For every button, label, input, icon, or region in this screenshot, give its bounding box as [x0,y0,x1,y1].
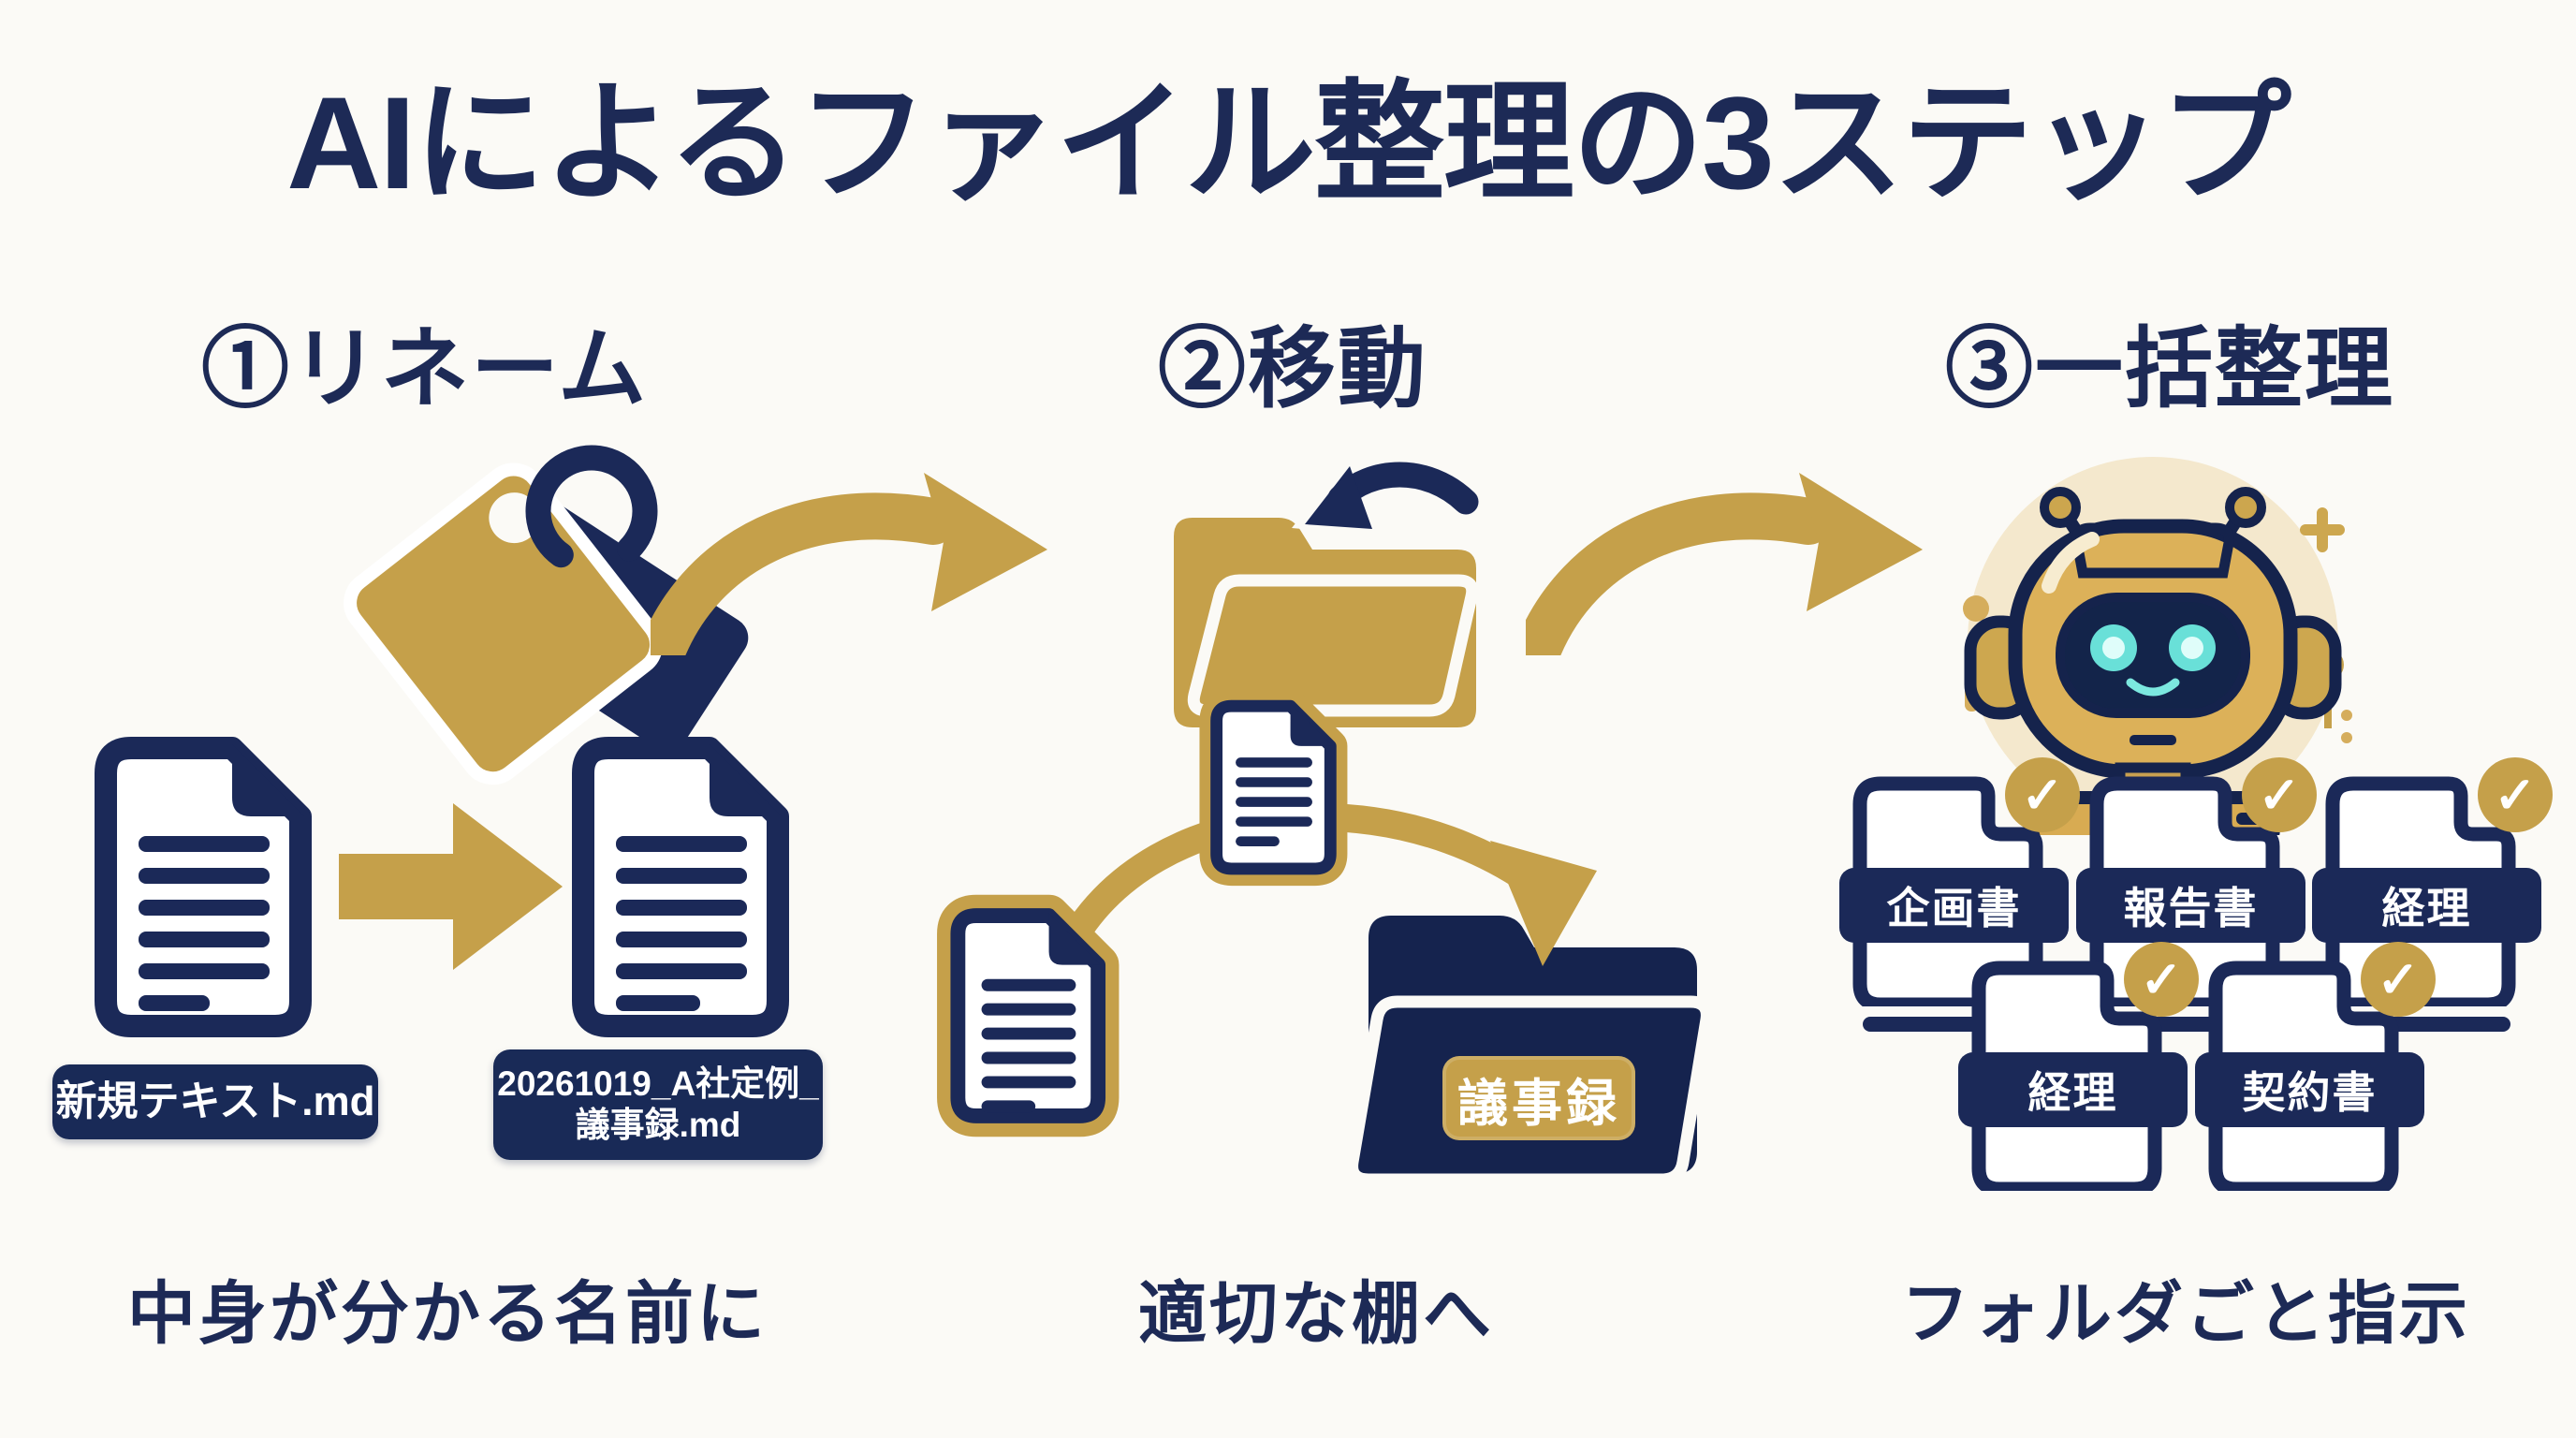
document-icon-after [572,737,789,1037]
flow-arrow-1-icon [651,473,1047,655]
check-badge-icon: ✓ [2361,942,2436,1017]
card-label: 企画書 [1839,868,2069,943]
card-label: 報告書 [2076,868,2305,943]
step-1-label: ①リネーム [201,319,649,418]
file-name-before-chip: 新規テキスト.md [52,1064,378,1139]
folder-card: ✓ 契約書 [2195,942,2436,1191]
folder-move-icon [1174,457,1489,727]
folder-card: ✓ 企画書 [1839,757,2080,1006]
card-label: 契約書 [2195,1052,2424,1127]
check-badge-icon: ✓ [2242,757,2317,832]
rename-tag-icon [344,445,749,785]
step-3-caption: フォルダごと指示 [1901,1276,2470,1352]
step-3-label: ③一括整理 [1945,319,2395,418]
robot-visor [2056,593,2250,718]
document-icon-small [1199,693,1348,887]
step-2-label: ②移動 [1158,319,1428,418]
file-name-after-line2: 議事録.md [575,1106,741,1144]
step-2-caption: 適切な棚へ [1138,1276,1494,1352]
file-name-after-chip: 20261019_A社定例_ 議事録.md [493,1049,823,1160]
card-label: 経理 [1958,1052,2188,1127]
document-icon-before [95,737,312,1037]
folder-card: ✓ 経理 [1958,942,2199,1191]
check-badge-icon: ✓ [2005,757,2080,832]
flow-arrow-2-icon [1526,473,1923,655]
check-badge-icon: ✓ [2478,757,2553,832]
file-name-after-line1: 20261019_A社定例_ [497,1064,819,1103]
card-label: 経理 [2312,868,2541,943]
page-title: AIによるファイル整理の3ステップ [286,69,2291,216]
file-name-before-text: 新規テキスト.md [55,1078,375,1124]
document-icon-left [937,894,1120,1137]
step-1-caption: 中身が分かる名前に [127,1276,768,1352]
rename-arrow-icon [339,803,563,970]
check-badge-icon: ✓ [2124,942,2199,1017]
minutes-folder-label: 議事録 [1442,1056,1635,1140]
into-folder-arrow-icon [1292,457,1489,536]
